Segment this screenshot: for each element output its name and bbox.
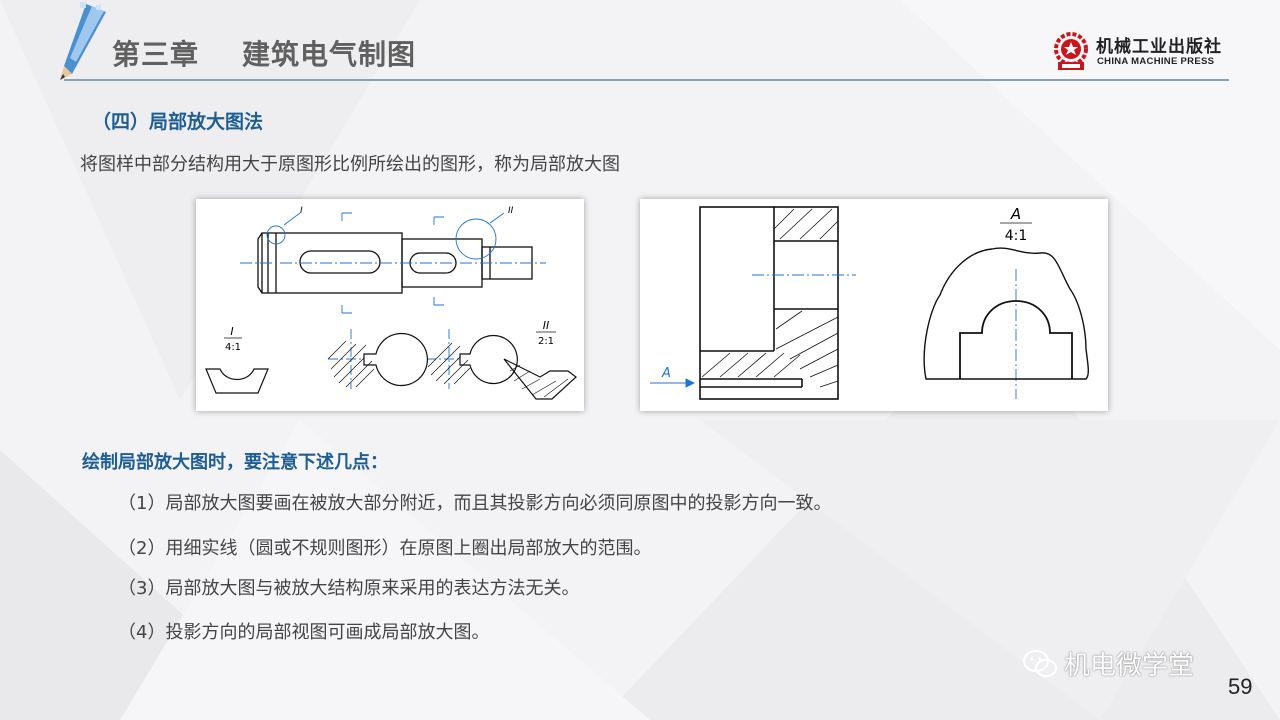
enlarged-view-scale: 4:1 [1005,228,1028,244]
pencil-icon [60,2,106,80]
detail-view-drawing: A A 4:1 [650,205,1089,400]
wechat-watermark: 机电微学堂 [1022,645,1194,682]
note-item: （1）局部放大图要画在被放大部分附近，而且其投影方向必须同原图中的投影方向一致。 [118,493,832,514]
header-divider [64,79,1229,81]
detail-II-scale: 2:1 [538,336,554,347]
note-item: （4）投影方向的局部视图可画成局部放大图。 [118,622,490,643]
note-item: （3）局部放大图与被放大结构原来采用的表达方法无关。 [118,578,580,599]
publisher-logo: 机械工业出版社 CHINA MACHINE PRESS [1052,30,1232,74]
watermark-text: 机电微学堂 [1064,651,1195,681]
detail-II-title: II [543,319,550,332]
detail-view-figure: A A 4:1 [640,199,1108,411]
enlarged-view-label: A [1010,205,1021,223]
publisher-name-en: CHINA MACHINE PRESS [1097,56,1215,67]
section-title: （四）局部放大图法 [92,111,264,133]
shaft-drawing-figure: I II I 4:1 [196,199,584,411]
detail-I-title: I [230,325,233,338]
detail-I-scale: 4:1 [225,342,241,353]
view-arrow-label: A [661,366,671,381]
publisher-emblem-icon [1054,32,1088,70]
publisher-name-cn: 机械工业出版社 [1096,37,1222,57]
shaft-drawing: I II I 4:1 [205,206,577,400]
wechat-icon [1023,649,1057,677]
notes-title: 绘制局部放大图时，要注意下述几点： [82,452,388,473]
section-description: 将图样中部分结构用大于原图形比例所绘出的图形，称为局部放大图 [80,154,620,175]
detail-label-II: II [508,206,514,216]
chapter-title: 第三章 建筑电气制图 [112,38,416,71]
page-number: 59 [1228,674,1253,699]
detail-label-I: I [300,206,303,216]
note-item: （2）用细实线（圆或不规则图形）在原图上圈出局部放大的范围。 [118,538,652,559]
